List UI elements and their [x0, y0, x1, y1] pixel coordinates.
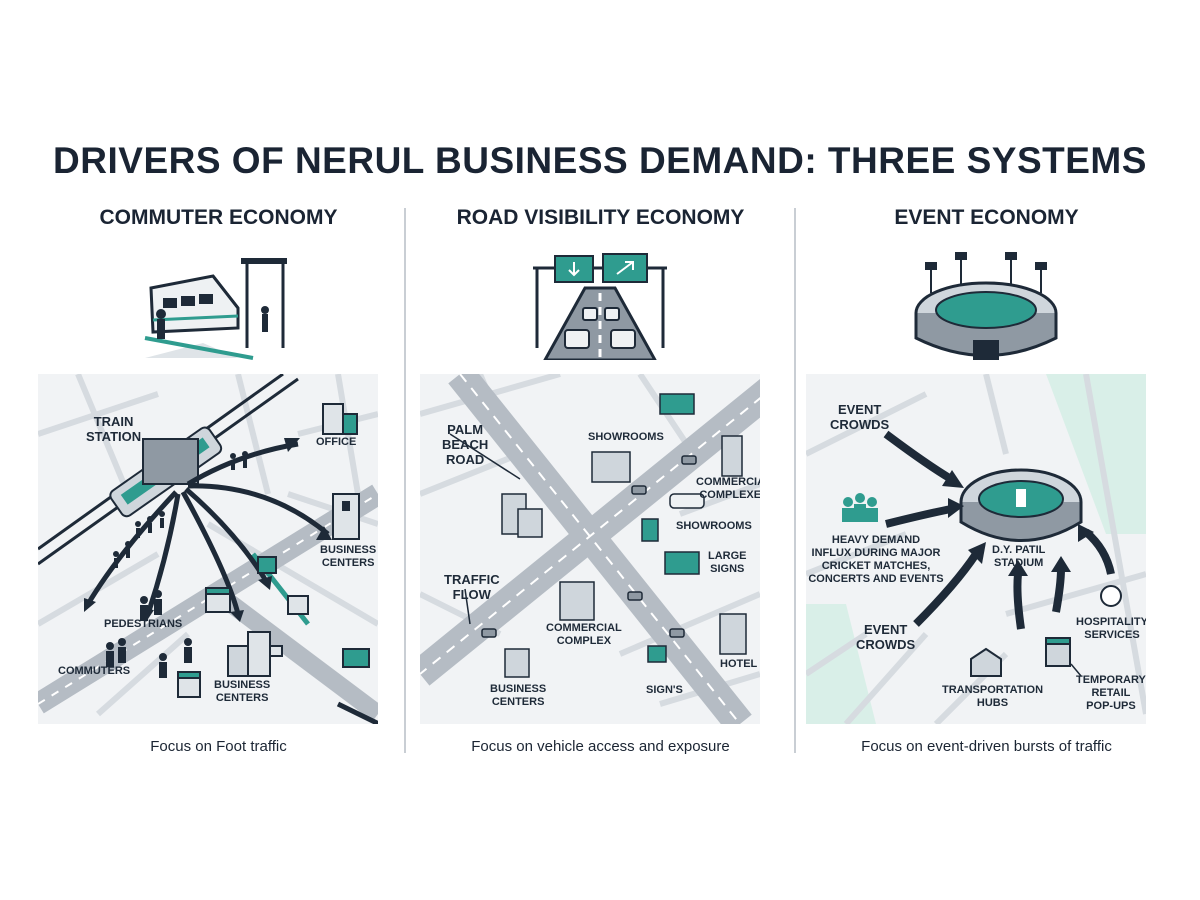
- label-large-signs: LARGE SIGNS: [708, 550, 747, 575]
- label-transport: TRANSPORTATION HUBS: [942, 684, 1044, 709]
- label-office: OFFICE: [316, 436, 357, 448]
- label-heavy-demand: HEAVY DEMAND INFLUX DURING MAJOR CRICKET…: [808, 534, 944, 585]
- commuter-caption: Focus on Foot traffic: [150, 738, 287, 755]
- label-business-centers-2: BUSINESS CENTERS: [214, 679, 271, 704]
- train-station-icon: [144, 258, 287, 360]
- label-train-station: TRAIN STATION: [86, 414, 142, 444]
- road-heading: ROAD VISIBILITY ECONOMY: [456, 206, 745, 229]
- divider-left: [404, 208, 406, 753]
- highway-icon: [533, 253, 667, 360]
- label-traffic-flow: TRAFFIC FLOW: [444, 572, 500, 602]
- label-commercial-complex: COMMERCIAL COMPLEX: [546, 622, 622, 647]
- road-map: PALM BEACH ROAD SHOWROOMS COMMERCIAL COM…: [420, 374, 760, 724]
- event-panel: EVENT ECONOMY: [804, 206, 1169, 766]
- label-stadium: D.Y. PATIL STADIUM: [992, 544, 1046, 569]
- label-pedestrians: PEDESTRIANS: [104, 618, 183, 630]
- stadium-icon: [914, 252, 1058, 360]
- label-popups: TEMPORARY RETAIL POP-UPS: [1076, 674, 1146, 712]
- label-hotel: HOTEL: [720, 658, 758, 670]
- commuter-heading: COMMUTER ECONOMY: [99, 206, 338, 229]
- label-business-centers-1: BUSINESS CENTERS: [320, 544, 377, 569]
- road-panel: ROAD VISIBILITY ECONOMY: [418, 206, 783, 766]
- divider-right: [794, 208, 796, 753]
- label-hospitality: HOSPITALITY SERVICES: [1076, 616, 1146, 641]
- label-palm-beach-road: PALM BEACH ROAD: [442, 422, 489, 467]
- label-showrooms-2: SHOWROOMS: [676, 520, 752, 532]
- event-caption: Focus on event-driven bursts of traffic: [861, 738, 1112, 755]
- event-map: EVENT CROWDS HEAVY DEMAND INFLUX DURING …: [806, 374, 1146, 724]
- label-business-centers: BUSINESS CENTERS: [490, 683, 547, 708]
- label-event-crowds-2: EVENT CROWDS: [856, 622, 916, 652]
- label-signs: SIGN'S: [646, 684, 683, 696]
- label-commuters: COMMUTERS: [58, 665, 131, 677]
- page-title: DRIVERS OF NERUL BUSINESS DEMAND: THREE …: [53, 140, 1147, 181]
- label-showrooms-1: SHOWROOMS: [588, 431, 664, 443]
- commuter-panel: COMMUTER ECONOMY: [36, 206, 401, 766]
- road-caption: Focus on vehicle access and exposure: [471, 738, 730, 755]
- event-heading: EVENT ECONOMY: [894, 206, 1079, 229]
- label-event-crowds-1: EVENT CROWDS: [830, 402, 890, 432]
- commuter-map: TRAIN STATION OFFICE BUSINESS CENTERS PE…: [38, 374, 378, 724]
